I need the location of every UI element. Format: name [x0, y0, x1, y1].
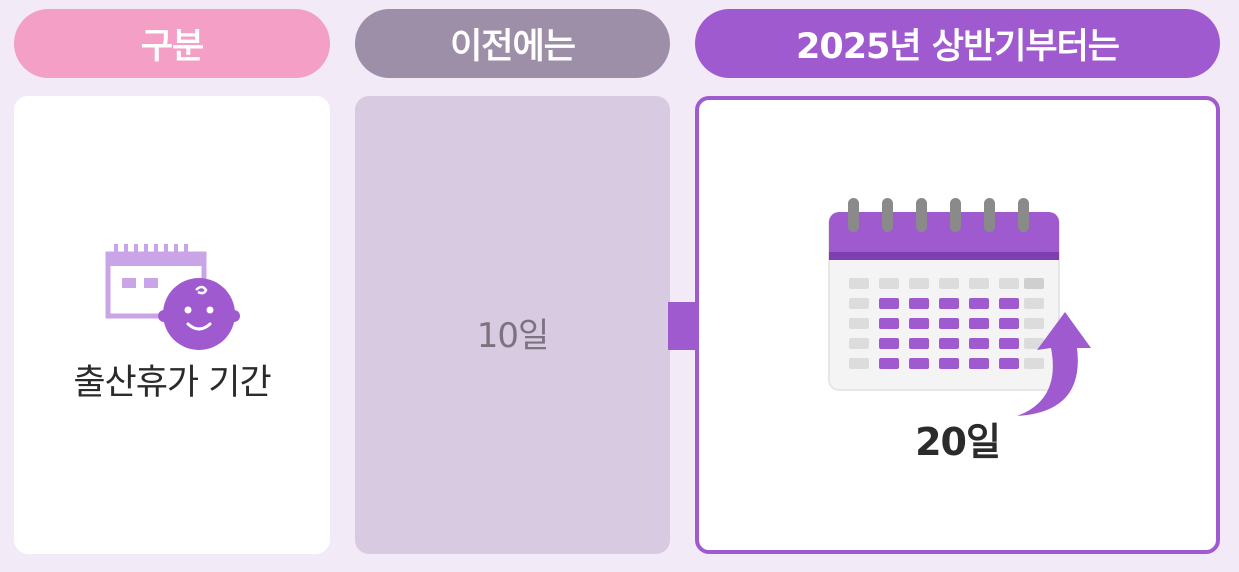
before-value: 10일 — [476, 316, 550, 356]
before-card: 10일 — [355, 96, 670, 554]
category-card: 출산휴가 기간 — [14, 96, 330, 554]
calendar-icon — [828, 198, 1060, 391]
header-after: 2025년 상반기부터는 — [695, 9, 1220, 78]
calendar-baby-icon — [105, 244, 240, 350]
row-label: 출산휴가 기간 — [73, 363, 271, 403]
header-before: 이전에는 — [355, 9, 670, 78]
curved-up-arrow-icon — [1017, 312, 1091, 416]
after-card: 20일 — [695, 96, 1220, 554]
after-value: 20일 — [915, 420, 1001, 464]
header-category: 구분 — [14, 9, 330, 78]
